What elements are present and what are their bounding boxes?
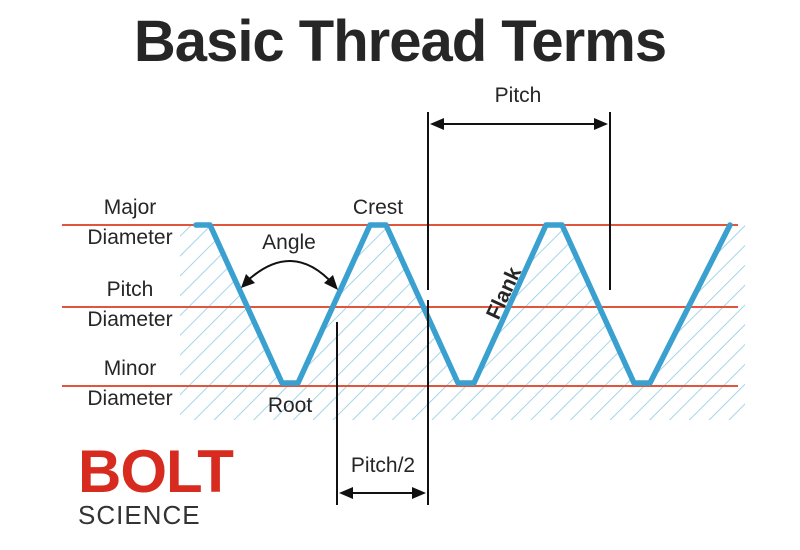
logo-bolt-text: BOLT (78, 438, 233, 505)
angle-label: Angle (262, 231, 316, 254)
major-diameter-label-line1: Major (104, 196, 157, 219)
pitch-label: Pitch (495, 84, 542, 107)
minor-diameter-label-line1: Minor (104, 357, 157, 380)
half-pitch-label: Pitch/2 (351, 454, 415, 477)
angle-arrow-left (241, 274, 255, 288)
thread-material-hatch (180, 225, 745, 420)
crest-label: Crest (353, 196, 403, 219)
half-pitch-arrow-left (339, 487, 353, 499)
pitch-diameter-label-line2: Diameter (87, 308, 172, 331)
minor-diameter-label-line2: Diameter (87, 387, 172, 410)
root-label: Root (268, 394, 313, 417)
pitch-arrow-right (594, 118, 608, 130)
diagram-title: Basic Thread Terms (133, 9, 667, 74)
half-pitch-arrow-right (412, 487, 426, 499)
angle-arrow-right (324, 275, 338, 290)
major-diameter-label-line2: Diameter (87, 226, 172, 249)
pitch-diameter-label-line1: Pitch (107, 278, 154, 301)
angle-arc (244, 260, 335, 286)
pitch-arrow-left (430, 118, 444, 130)
bolt-science-logo: BOLT SCIENCE (78, 438, 234, 530)
logo-science-text: SCIENCE (78, 500, 201, 530)
thread-profile (193, 222, 733, 386)
